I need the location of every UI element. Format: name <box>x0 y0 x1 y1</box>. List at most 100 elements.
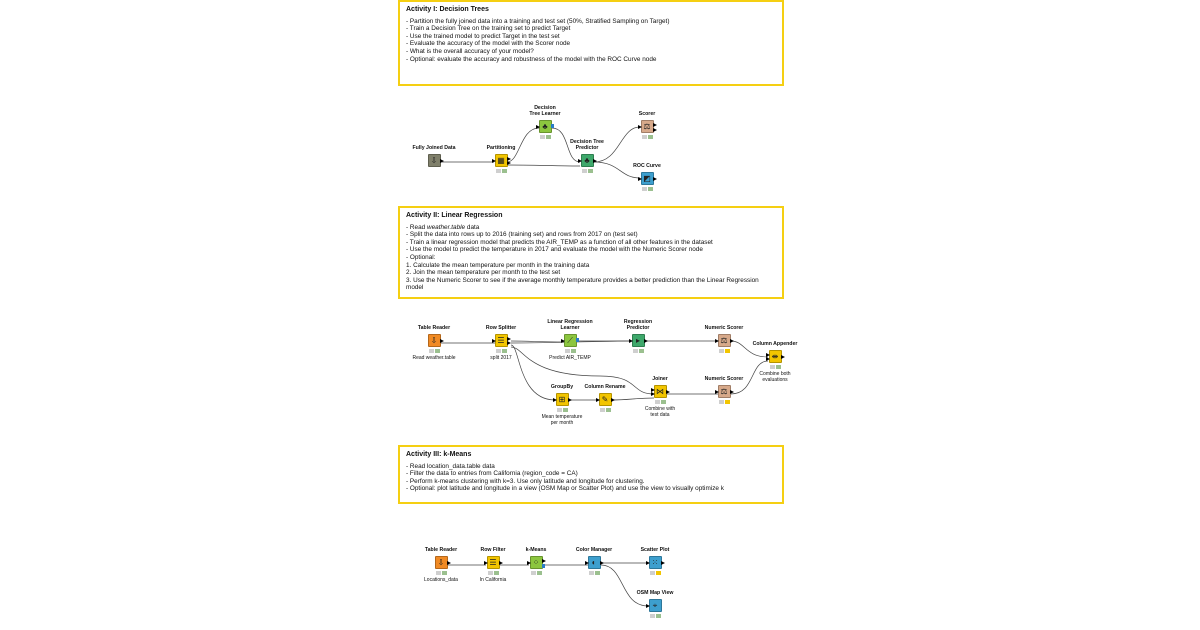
node-status <box>769 365 781 369</box>
node-status <box>530 571 542 575</box>
wire <box>510 346 655 395</box>
numeric-scorer-icon[interactable]: ⚖ <box>714 385 734 398</box>
node-label: Row Filter <box>480 547 506 553</box>
node-linear-regression-learner[interactable]: Linear Regression Learner ⟋ Predict AIR_… <box>525 319 615 361</box>
annotation-line: - Perform k-means clustering with k=3. U… <box>406 477 645 485</box>
node-row-splitter[interactable]: Row Splitter ☰ split 2017 <box>456 325 546 361</box>
scorer-icon[interactable]: ⚖ <box>637 120 657 133</box>
node-label: Numeric Scorer <box>704 376 744 382</box>
node-glyph: ⌖ <box>652 601 658 610</box>
node-osm-map-view[interactable]: OSM Map View ⌖ <box>610 590 700 618</box>
annotation-emphasis: weather.table <box>426 223 466 231</box>
node-glyph: ⇩ <box>430 156 438 165</box>
annotation-line: - Train a Decision Tree on the training … <box>406 25 571 33</box>
node-column-rename[interactable]: Column Rename ✎ <box>560 384 650 412</box>
annotation-activity-2[interactable]: Activity II: Linear Regression - Read we… <box>398 206 784 299</box>
row-filter-icon[interactable]: ☰ <box>483 556 503 569</box>
node-fully-joined-data[interactable]: Fully Joined Data ⇩ <box>389 145 479 167</box>
annotation-text: data <box>465 223 480 231</box>
node-label: Regression Predictor <box>623 319 653 331</box>
table-reader-icon[interactable]: ⇩ <box>434 556 451 569</box>
node-status <box>599 408 611 412</box>
node-partitioning[interactable]: Partitioning ▦ <box>456 145 546 173</box>
node-status <box>649 614 661 618</box>
node-glyph: ⚖ <box>643 122 651 131</box>
annotation-line: - Optional: plot latitude and longitude … <box>406 485 724 493</box>
table-icon[interactable]: ⇩ <box>427 154 444 167</box>
k-means-icon[interactable]: ⁘ <box>526 556 546 569</box>
scatter-plot-icon[interactable]: ⁙ <box>645 556 665 569</box>
node-status <box>435 571 447 575</box>
regression-learner-icon[interactable]: ⟋ <box>560 334 579 347</box>
node-label: Scorer <box>638 111 656 117</box>
node-status <box>654 400 666 404</box>
annotation-line: 1. Calculate the mean temperature per mo… <box>406 261 590 269</box>
node-status <box>588 571 600 575</box>
node-table-reader-locations[interactable]: Table Reader ⇩ Locations_data <box>396 547 486 583</box>
annotation-activity-1[interactable]: Activity I: Decision Trees - Partition t… <box>398 0 784 86</box>
wire <box>730 340 769 358</box>
node-color-manager[interactable]: Color Manager ◐ <box>549 547 639 575</box>
node-glyph: ▦ <box>497 156 505 165</box>
annotation-line: - Use the model to predict the temperatu… <box>406 246 703 254</box>
annotation-line: - Evaluate the accuracy of the model wit… <box>406 40 571 48</box>
map-icon[interactable]: ⌖ <box>645 599 662 612</box>
annotation-activity-3[interactable]: Activity III: k-Means - Read location_da… <box>398 445 784 504</box>
node-status <box>641 135 653 139</box>
partition-icon[interactable]: ▦ <box>491 154 511 167</box>
node-decision-tree-learner[interactable]: Decision Tree Learner ♣ <box>500 105 590 139</box>
node-joiner[interactable]: Joiner ⋈ Combine with test data <box>615 376 705 418</box>
color-manager-icon[interactable]: ◐ <box>584 556 604 569</box>
groupby-icon[interactable]: ⊞ <box>552 393 572 406</box>
node-glyph: ♣ <box>542 122 548 131</box>
tree-predictor-icon[interactable]: ♣ <box>577 154 597 167</box>
node-glyph: ⊞ <box>558 395 566 404</box>
annotation-line: 2. Join the mean temperature per month t… <box>406 269 561 277</box>
node-glyph: ⚖ <box>720 387 728 396</box>
node-comment: Combine with test data <box>644 406 676 418</box>
node-comment: Combine both evaluations <box>759 371 791 383</box>
node-k-means[interactable]: k-Means ⁘ <box>491 547 581 575</box>
node-table-reader-weather[interactable]: Table Reader ⇩ Read weather.table <box>389 325 479 361</box>
joiner-icon[interactable]: ⋈ <box>650 385 670 398</box>
column-rename-icon[interactable]: ✎ <box>595 393 615 406</box>
node-regression-predictor[interactable]: Regression Predictor ▸ <box>593 319 683 353</box>
node-glyph: ⇩ <box>437 558 445 567</box>
node-label: Fully Joined Data <box>412 145 456 151</box>
node-decision-tree-predictor[interactable]: Decision Tree Predictor ♣ <box>542 139 632 173</box>
node-column-appender[interactable]: Column Appender ⇼ Combine both evaluatio… <box>730 341 820 383</box>
regression-predictor-icon[interactable]: ▸ <box>628 334 648 347</box>
tree-learner-icon[interactable]: ♣ <box>535 120 554 133</box>
node-status <box>495 169 507 173</box>
table-reader-icon[interactable]: ⇩ <box>427 334 444 347</box>
row-splitter-icon[interactable]: ☰ <box>491 334 511 347</box>
node-glyph: ⚖ <box>720 336 728 345</box>
node-glyph: ⋈ <box>656 387 664 396</box>
node-label: Table Reader <box>417 325 451 331</box>
node-groupby[interactable]: GroupBy ⊞ Mean temperature per month <box>517 384 607 426</box>
node-scorer[interactable]: Scorer ⚖ <box>602 111 692 139</box>
node-comment: split 2017 <box>490 355 512 361</box>
roc-curve-icon[interactable]: ◩ <box>637 172 657 185</box>
node-comment: In California <box>479 577 507 583</box>
node-scatter-plot[interactable]: Scatter Plot ⁙ <box>610 547 700 575</box>
annotation-line: - Optional: <box>406 253 436 261</box>
column-appender-icon[interactable]: ⇼ <box>765 350 785 363</box>
node-status <box>718 400 730 404</box>
wire <box>600 564 649 607</box>
numeric-scorer-icon[interactable]: ⚖ <box>714 334 734 347</box>
node-comment: Read weather.table <box>412 355 456 361</box>
node-status <box>581 169 593 173</box>
wire <box>510 340 565 343</box>
node-numeric-scorer-2[interactable]: Numeric Scorer ⚖ <box>679 376 769 404</box>
node-status <box>632 349 644 353</box>
node-glyph: ▸ <box>635 336 640 345</box>
node-status <box>487 571 499 575</box>
node-row-filter[interactable]: Row Filter ☰ In California <box>448 547 538 583</box>
node-glyph: ⇼ <box>771 352 779 361</box>
wire <box>506 164 581 167</box>
node-numeric-scorer-1[interactable]: Numeric Scorer ⚖ <box>679 325 769 353</box>
node-roc-curve[interactable]: ROC Curve ◩ <box>602 163 692 191</box>
node-status <box>428 349 440 353</box>
